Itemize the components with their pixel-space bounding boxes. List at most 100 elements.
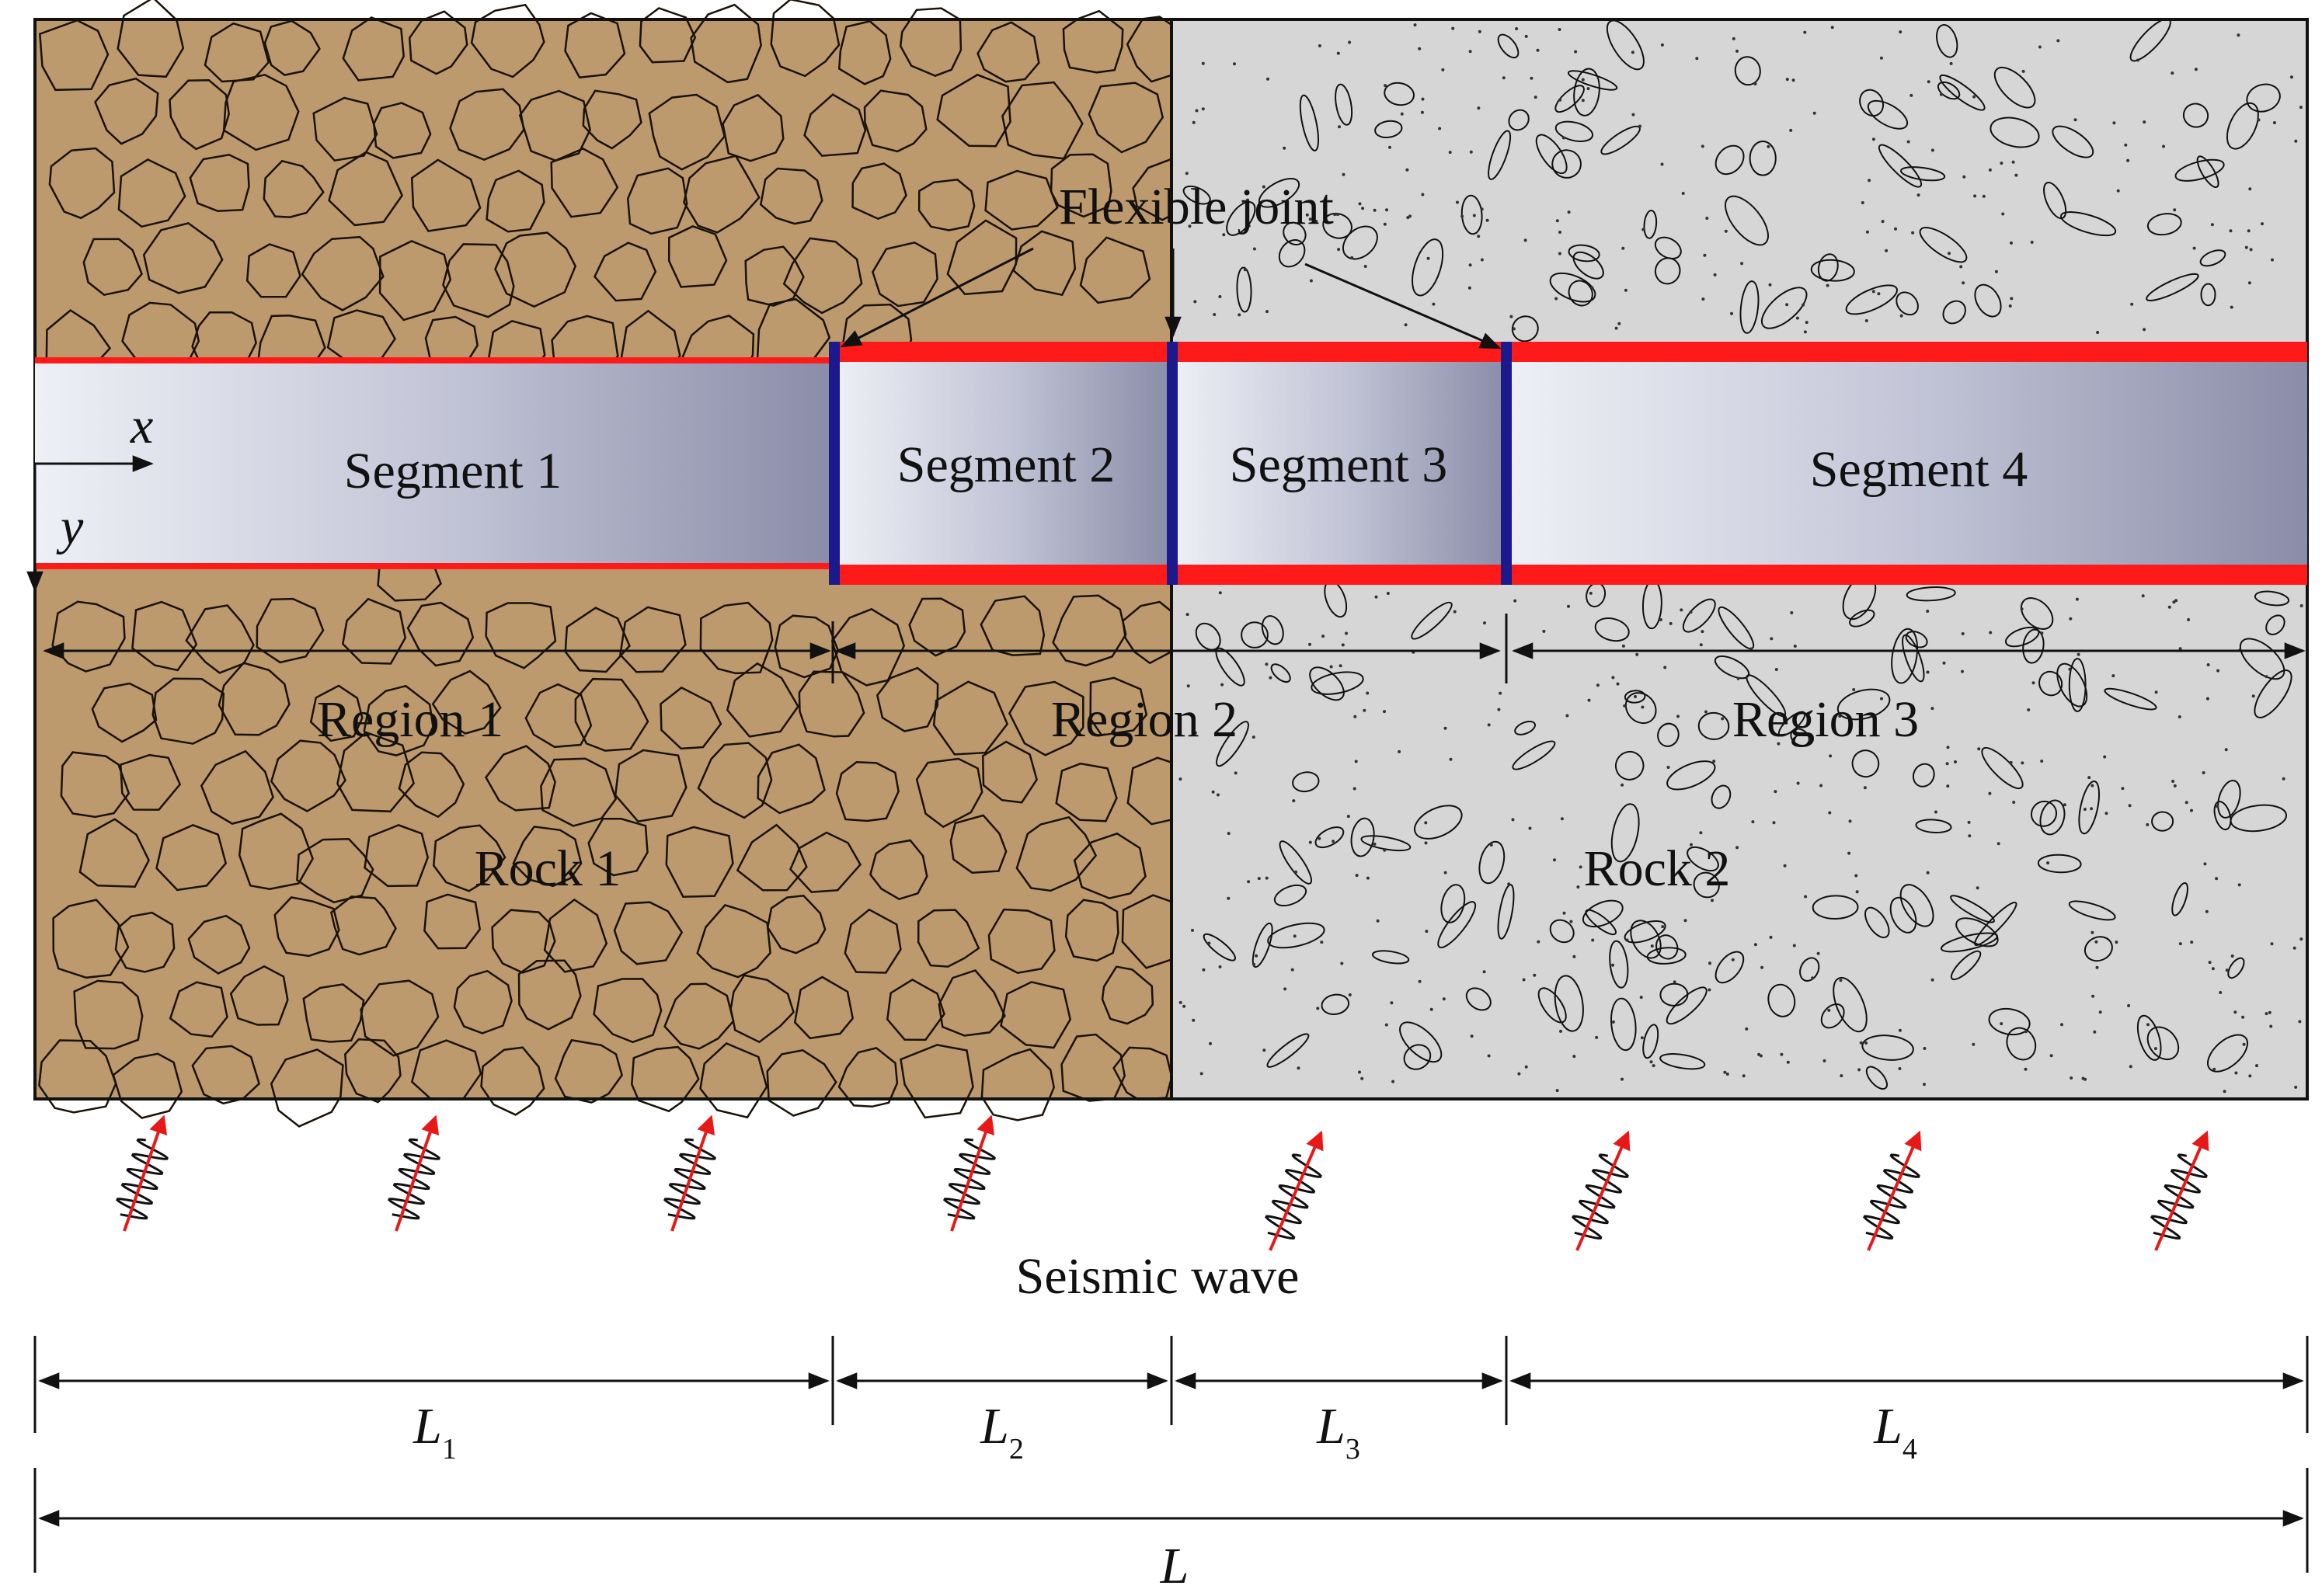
sand-dot [1923,1083,1926,1087]
gravel-stone [302,983,365,1043]
gravel-stone [363,684,434,756]
gravel-stone [485,602,557,669]
sand-dot [1421,97,1425,101]
aggregate-pebble [1414,805,1463,840]
sand-dot [1424,821,1428,825]
sand-dot [1247,880,1251,884]
gravel-stone [73,979,144,1050]
sand-dot [2081,1076,2085,1080]
aggregate-pebble [1767,983,1796,1017]
sand-dot [1968,834,1972,838]
sand-dot [2224,748,2228,752]
sand-dot [1348,993,1352,996]
aggregate-pebble [1859,89,1885,117]
aggregate-pebble [2052,125,2094,158]
gravel-stone [494,231,577,308]
sand-dot [1793,645,1797,648]
sand-dot [1554,297,1558,301]
sand-dot [1927,80,1930,84]
sand-dot [1178,1000,1182,1004]
sand-dot [2162,144,2165,148]
aggregate-pebble [1610,803,1640,863]
gravel-stone [915,757,983,829]
gravel-stone [342,16,405,82]
sand-dot [1390,1001,1394,1005]
sand-dot [2069,617,2073,621]
region-1-label: Region 1 [317,691,503,748]
sand-dot [1515,27,1519,30]
aggregate-pebble [1974,283,2002,318]
sand-dot [1735,846,1739,850]
sand-dot [1497,708,1501,711]
sand-dot [1650,944,1654,948]
gravel-stone [722,93,785,162]
gravel-stone [1101,965,1154,1025]
sand-dot [1780,1052,1784,1056]
sand-dot [1982,194,1986,198]
sand-dot [1448,151,1452,155]
sand-dot [1641,228,1645,231]
gravel-stone [683,155,761,234]
region-dimensions: Region 1 Region 2 Region 3 [43,614,2306,748]
gravel-stone [917,178,976,231]
sand-dot [2091,994,2095,998]
sand-dot [1470,1034,1474,1038]
gravel-stone [582,89,642,150]
gravel-stone [987,908,1056,975]
sand-dot [1868,179,1871,183]
sand-dot [1699,643,1703,647]
sand-dot [1355,874,1359,878]
sand-dot [2292,946,2296,950]
sand-dot [2020,607,2024,611]
sand-dot [1972,95,1976,99]
sand-dot [1730,311,1733,315]
sand-dot [1827,1008,1831,1012]
sand-dot [2027,708,2031,711]
sand-dot [1320,941,1324,944]
sand-dot [2143,120,2146,124]
aggregate-pebble [2265,614,2285,635]
aggregate-pebble [1567,70,1618,91]
aggregate-pebble [1572,251,1604,280]
sand-dot [2269,1024,2273,1028]
gravel-stone [60,751,131,819]
sand-dot [1487,723,1491,727]
gravel-stone [876,666,939,732]
sand-dot [1785,303,1789,307]
sand-dot [1522,978,1526,982]
gravel-stone [1050,153,1112,218]
sand-dot [1916,193,1920,197]
sand-dot [1308,642,1311,646]
sand-dot [1560,817,1564,821]
sand-dot [1339,664,1342,668]
sand-dot [2173,784,2177,788]
gravel-stone [301,235,385,311]
sand-dot [1185,172,1189,176]
sand-dot [1502,76,1506,80]
gravel-stone [512,826,583,888]
sand-dot [1911,231,1915,235]
aggregate-pebble [1488,130,1512,180]
y-axis-label: y [56,499,84,555]
sand-dot [1321,635,1325,638]
sand-dot [1227,832,1231,836]
sand-dot [1262,185,1265,189]
aggregate-pebble [1799,957,1820,982]
sand-dot [2146,822,2150,826]
sand-dot [2251,694,2255,698]
sand-dot [1838,715,1842,718]
sand-dot [2230,305,2233,309]
sand-dot [1803,330,1807,334]
sand-dot [1222,233,1226,237]
flexible-joint-label: Flexible joint [1059,179,1334,235]
sand-dot [1701,297,1705,301]
gravel-stone [263,19,321,76]
sand-dot [1432,302,1436,306]
sand-dot [1553,858,1556,862]
aggregate-pebble [1437,901,1477,949]
aggregate-pebble [1867,99,1909,130]
sand-dot [1863,786,1867,790]
sand-dot [1386,592,1390,595]
sand-dot [1795,316,1799,320]
seismic-wave-icons [116,1114,2209,1251]
